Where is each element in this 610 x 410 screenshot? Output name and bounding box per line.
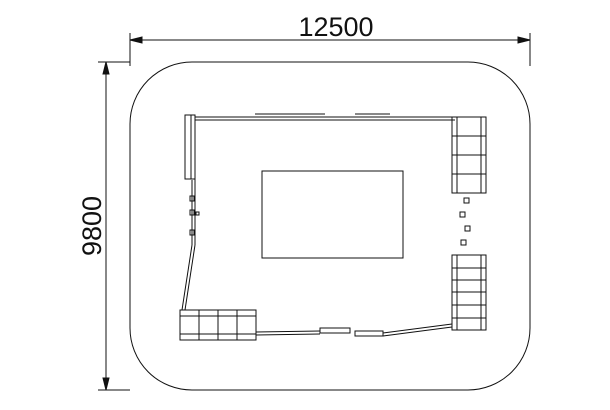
safety-area-outline	[129, 61, 531, 391]
height-dimension	[98, 61, 130, 391]
left-slanted-rail	[184, 244, 196, 311]
top-right-block	[451, 116, 487, 194]
right-bottom-block	[451, 291, 487, 331]
height-label: 9800	[77, 196, 107, 256]
central-platform	[261, 170, 404, 259]
bottom-left-block	[179, 309, 257, 341]
top-left-wall	[184, 113, 455, 245]
bottom-rail	[255, 323, 453, 337]
width-label: 12500	[298, 12, 373, 42]
width-dimension	[129, 33, 531, 66]
right-middle-block	[451, 254, 487, 293]
stepping-stones	[459, 197, 471, 246]
